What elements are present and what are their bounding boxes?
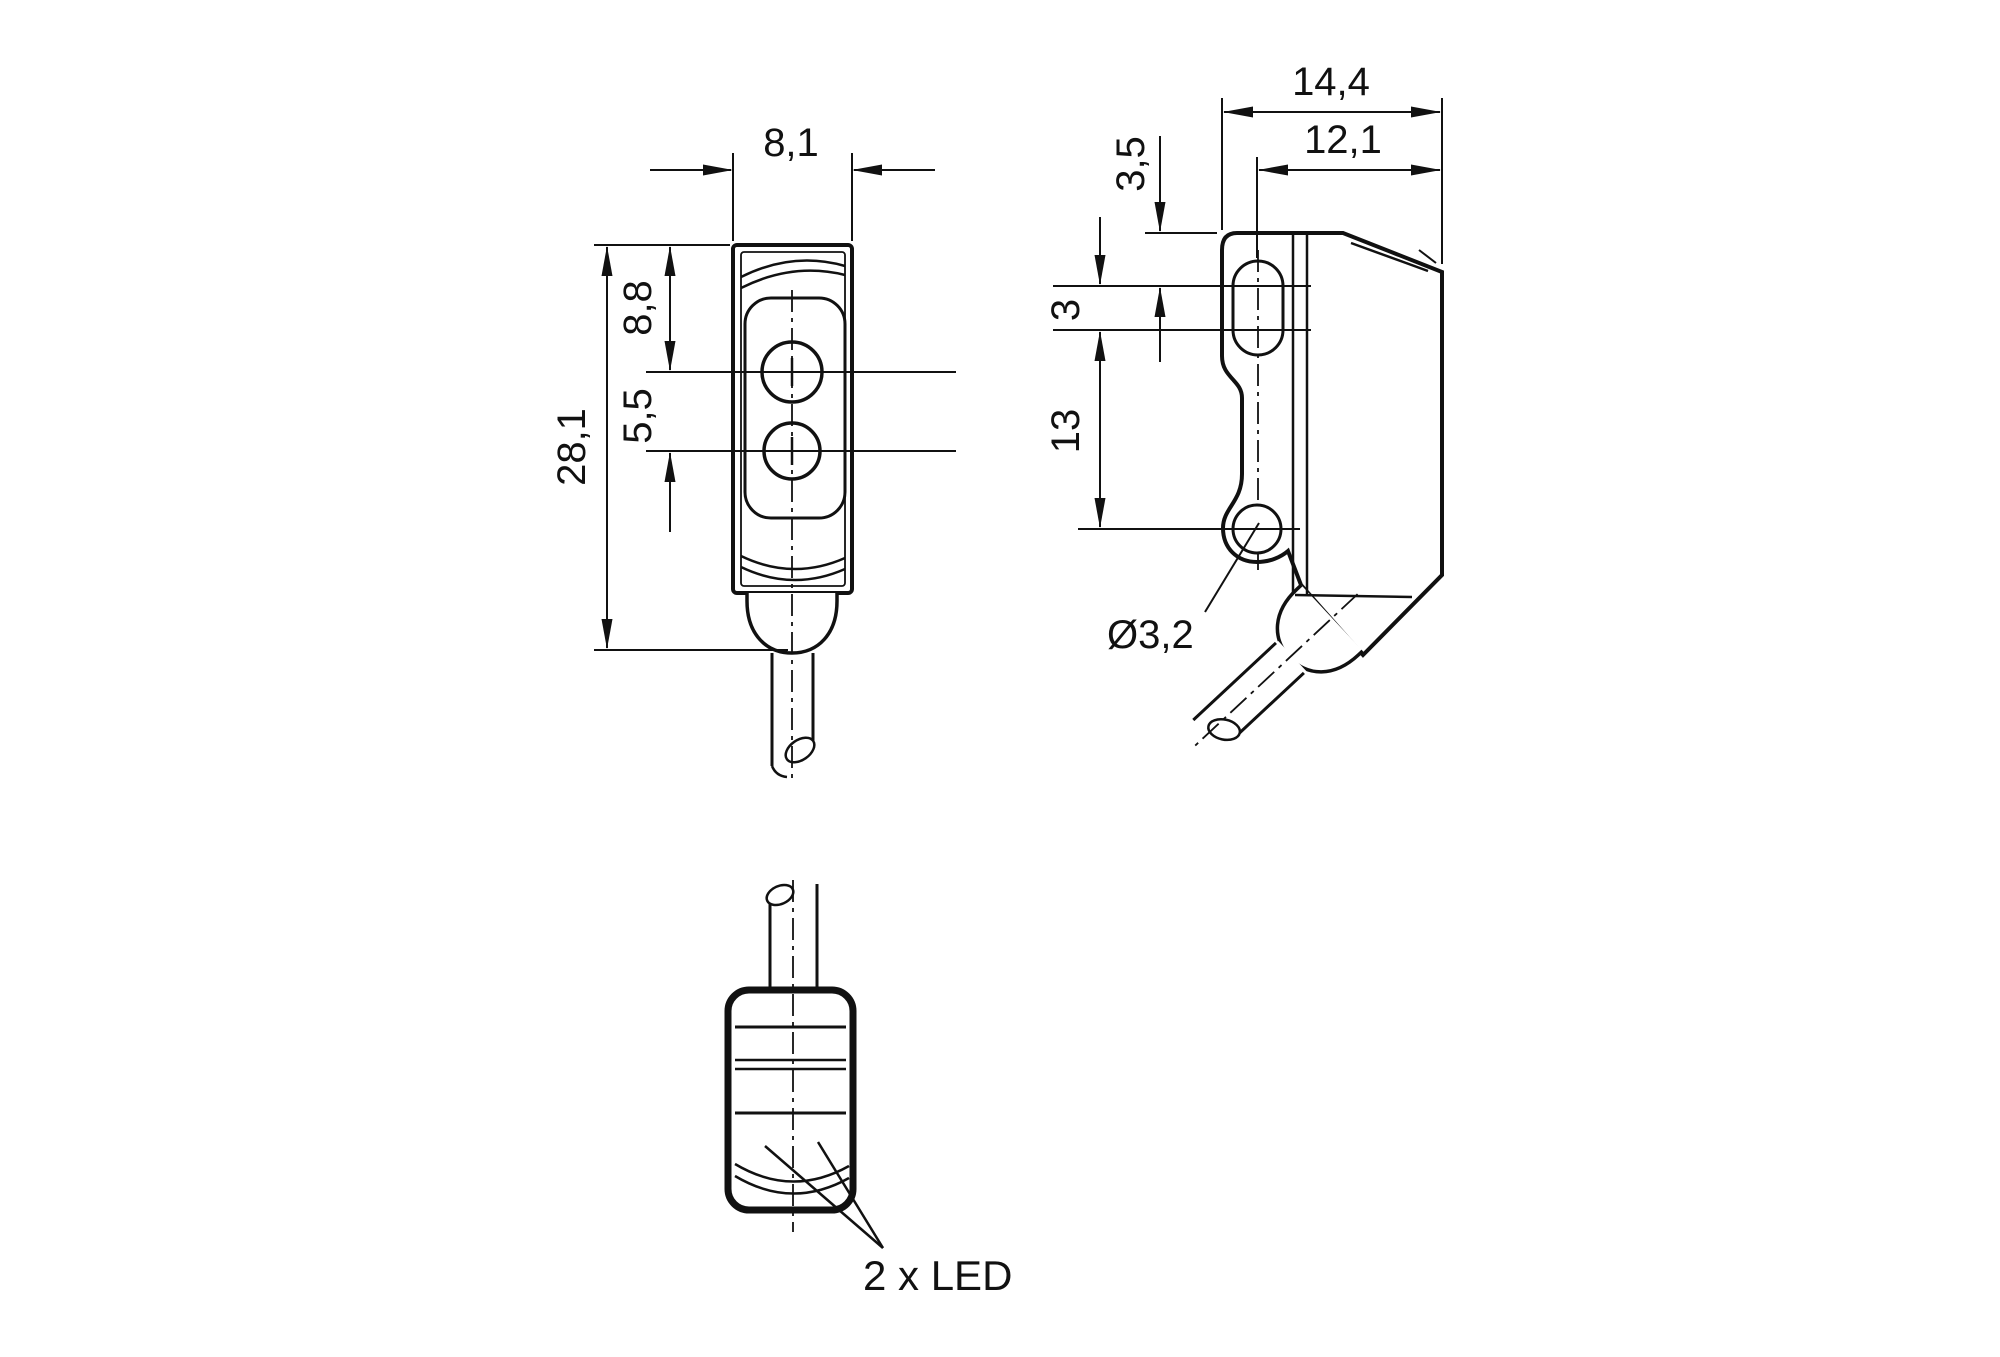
- arrowhead: [1154, 202, 1166, 232]
- front-bottom-window-arc: [740, 554, 846, 571]
- arrowhead: [664, 341, 676, 371]
- front-view: [731, 243, 854, 782]
- front-dimensions: [594, 153, 956, 651]
- arrowhead: [1258, 164, 1288, 176]
- side-cable-edge: [1237, 671, 1305, 735]
- bottom-view: [724, 880, 885, 1249]
- dim-label-side-depth: 14,4: [1292, 60, 1370, 104]
- front-top-window-arc: [740, 269, 846, 290]
- dim-label-slot-top-offset: 3,5: [1109, 136, 1153, 192]
- arrowhead: [601, 246, 613, 276]
- side-cable-edge: [1192, 641, 1277, 722]
- side-chamfer-notch: [1418, 249, 1437, 264]
- arrowhead: [664, 452, 676, 482]
- side-view: [1190, 231, 1444, 753]
- arrowhead: [1154, 287, 1166, 317]
- side-housing-bottom-edge: [1294, 593, 1413, 599]
- dim-label-slot-pitch: 3: [1044, 299, 1088, 321]
- side-cable-boot: [1190, 583, 1364, 753]
- dim-label-hole-pitch: 13: [1044, 409, 1088, 454]
- front-bottom-window-arc: [740, 565, 846, 582]
- arrowhead: [1411, 164, 1441, 176]
- arrowhead: [1223, 106, 1253, 118]
- arrowhead: [601, 619, 613, 649]
- led-leader-line: [764, 1145, 884, 1249]
- bottom-cable-end-ellipse: [765, 883, 795, 907]
- front-cable-end: [770, 765, 788, 779]
- front-face-panel: [743, 296, 847, 520]
- side-cable-end-ellipse: [1207, 717, 1242, 742]
- dim-label-lens-pitch: 5,5: [616, 388, 660, 444]
- led-leader-line: [816, 1141, 885, 1249]
- side-dimensions: [1053, 98, 1443, 530]
- arrowhead: [664, 246, 676, 276]
- dim-label-hole-diameter: Ø3,2: [1107, 613, 1194, 657]
- dim-label-slot-to-back: 12,1: [1304, 118, 1382, 162]
- dimension-labels: 8,1 28,1 8,8 5,5 14,4 12,1 3,5 3 13 Ø3,2…: [550, 60, 1382, 1299]
- front-top-window-arc: [740, 259, 846, 279]
- bottom-led-window-arc: [734, 1174, 850, 1195]
- arrowhead: [703, 164, 733, 176]
- led-label: 2 x LED: [863, 1252, 1012, 1299]
- arrowhead: [1094, 255, 1106, 285]
- side-chamfer-inner: [1350, 241, 1429, 273]
- bottom-body-outline: [724, 986, 857, 1214]
- arrowhead: [852, 164, 882, 176]
- dim-label-front-width: 8,1: [763, 121, 819, 165]
- dim-label-lens1-offset: 8,8: [616, 280, 660, 336]
- arrowhead: [1094, 331, 1106, 361]
- arrowhead: [1411, 106, 1441, 118]
- hole-leader-line: [1204, 522, 1260, 613]
- dim-label-front-height: 28,1: [550, 408, 594, 486]
- arrowhead: [1094, 498, 1106, 528]
